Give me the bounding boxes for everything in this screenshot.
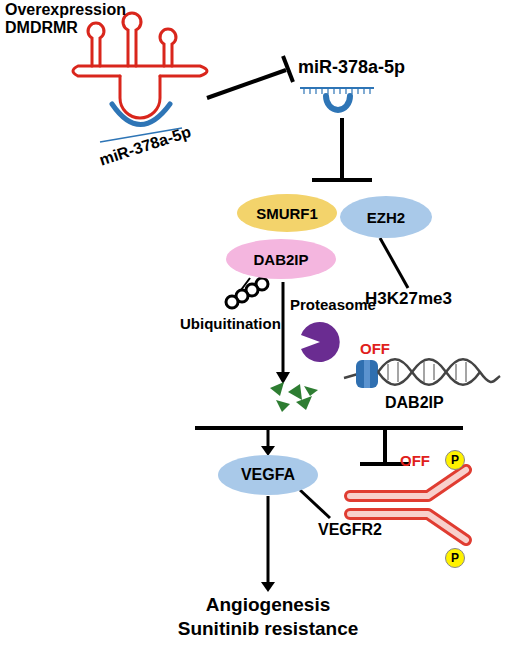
fragment	[304, 386, 318, 396]
fragment	[296, 396, 312, 410]
node-text: VEGFA	[241, 466, 295, 484]
inhibition-line	[383, 430, 387, 462]
rna-loop	[120, 76, 160, 118]
protein-ellipse: DAB2IP	[226, 239, 336, 279]
rna-hairpin	[123, 13, 141, 66]
node-text: SMURF1	[256, 205, 318, 222]
node-text: EZH2	[367, 209, 405, 226]
receptor-label: VEGFR2	[318, 521, 382, 539]
arrow-head	[261, 582, 275, 592]
outcome-label: Sunitinib resistance	[178, 619, 359, 640]
mirna-seed	[326, 96, 350, 110]
condition-label: Overexpression	[5, 1, 126, 19]
mirna-label: miR-378a-5p	[97, 123, 193, 169]
inhibition-bar	[312, 178, 372, 182]
protein-ellipse: VEGFA	[218, 455, 318, 495]
protein-ellipse: EZH2	[340, 196, 432, 238]
rna-stem	[73, 66, 207, 76]
process-label: Ubiquitination	[180, 316, 281, 333]
phospho-circle: P	[445, 450, 465, 470]
dna-helix	[378, 359, 480, 385]
protein-ellipse: SMURF1	[237, 194, 337, 232]
arrow-head	[276, 372, 290, 384]
fragment	[288, 384, 302, 400]
gene-label: DAB2IP	[385, 394, 444, 412]
link-line	[380, 238, 408, 288]
process-label: Proteasome	[290, 297, 376, 314]
ubiquitin-chain	[226, 278, 268, 308]
phospho-circle: P	[445, 548, 465, 568]
degraded-fragments	[270, 382, 318, 412]
lncrna-structure	[73, 13, 207, 118]
node-text: P	[451, 551, 459, 565]
mirna-label: miR-378a-5p	[298, 58, 405, 78]
gene-label: DMDRMR	[5, 19, 78, 37]
dna-helix	[378, 359, 500, 385]
ubiquitin	[226, 296, 238, 308]
bound-mirna	[112, 104, 170, 125]
state-label: OFF	[400, 453, 430, 470]
arrow-line	[282, 282, 285, 372]
node-text: P	[451, 453, 459, 467]
nucleosome-band	[364, 360, 370, 388]
proteasome-symbol	[301, 322, 340, 362]
node-text: DAB2IP	[253, 251, 308, 268]
fragment	[276, 400, 290, 412]
arrow-line	[267, 430, 270, 446]
mirna-ticks	[304, 88, 370, 94]
rna-hairpin	[88, 23, 104, 66]
mirna-strand	[300, 87, 374, 89]
inhibition-line	[207, 70, 286, 98]
dna-rungs	[388, 362, 466, 382]
fragment	[270, 382, 284, 396]
outcome-label: Angiogenesis	[206, 595, 331, 616]
inhibition-bar	[283, 56, 293, 82]
dna-strand	[344, 374, 358, 378]
receptor-chain	[350, 470, 466, 496]
arrow-line	[267, 496, 270, 582]
nucleosome	[356, 360, 378, 388]
state-label: OFF	[360, 341, 390, 358]
mark-label: H3K27me3	[365, 290, 452, 309]
receptor-chain-fill	[350, 470, 466, 496]
rna-hairpin	[160, 29, 176, 66]
inhibition-line	[340, 118, 344, 178]
binding-line	[300, 490, 330, 518]
divider-bar	[195, 426, 463, 430]
